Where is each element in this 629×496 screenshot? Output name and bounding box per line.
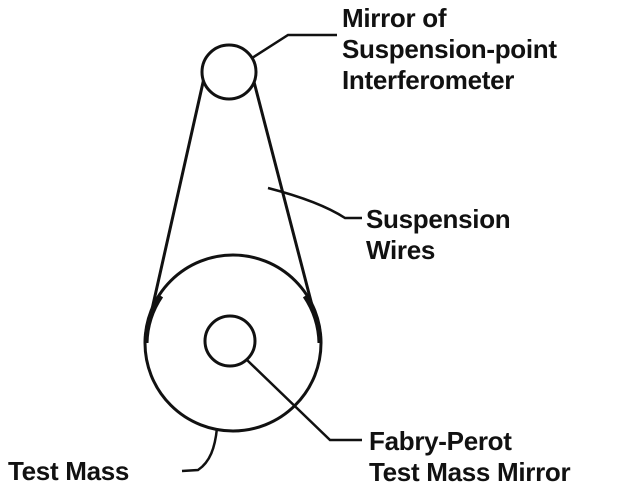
wire-contact-left — [143, 294, 164, 344]
leader-line-fabry-perot — [246, 359, 362, 442]
leader-line-suspension-mirror — [251, 33, 337, 60]
test-mass-label: Test Mass — [8, 456, 129, 487]
leader-line-suspension-wires — [267, 186, 362, 220]
fabry-perot-mirror-label: Fabry-Perot Test Mass Mirror — [369, 426, 571, 488]
suspension-wire-left — [144, 76, 206, 338]
wire-contact-right — [302, 294, 323, 344]
suspension-wires-label-line1: Suspension — [366, 204, 511, 234]
fabry-perot-mirror-label-line1: Fabry-Perot — [369, 426, 512, 456]
suspension-point-mirror-label-line2: Suspension-point — [342, 34, 557, 64]
test-mass — [143, 253, 323, 433]
fabry-perot-mirror-label-line2: Test Mass Mirror — [369, 457, 571, 487]
suspension-point-mirror — [200, 43, 258, 101]
suspension-point-mirror-label-line1: Mirror of — [342, 3, 447, 33]
test-mass-label-line1: Test Mass — [8, 456, 130, 486]
leader-line-test-mass — [181, 427, 219, 473]
suspension-point-mirror-label: Mirror of Suspension-point Interferomete… — [342, 3, 557, 96]
suspension-point-mirror-label-line3: Interferometer — [342, 65, 515, 95]
suspension-wires-label-line2: Wires — [366, 235, 436, 265]
suspension-wires-label: Suspension Wires — [366, 204, 511, 266]
fabry-perot-mirror — [203, 314, 257, 368]
suspension-wire-right — [251, 76, 322, 338]
